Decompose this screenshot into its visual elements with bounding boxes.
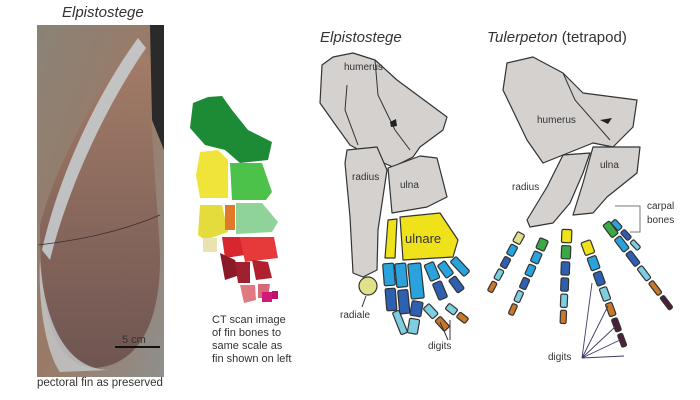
digit-bone	[610, 219, 623, 231]
digit-bone	[423, 303, 439, 320]
digit-bone	[445, 303, 458, 316]
label-ulnare: ulnare	[405, 231, 442, 246]
digit-bone	[648, 280, 663, 296]
digit-bone	[434, 316, 450, 332]
digit-bone	[493, 268, 505, 281]
digit-bone	[448, 275, 465, 294]
digit-bone	[384, 287, 398, 312]
label-radius: radius	[512, 182, 540, 193]
label-humerus: humerus	[537, 115, 576, 126]
label-radius: radius	[352, 172, 380, 183]
digit-bone	[629, 239, 641, 251]
label-carpal-bones: carpal bones	[647, 200, 674, 228]
label-digits: digits	[548, 352, 572, 363]
digit-bone	[394, 262, 409, 288]
label-ulna: ulna	[400, 180, 419, 191]
digit-bone	[392, 309, 408, 336]
digit-bone	[524, 263, 537, 278]
digit-bone	[432, 280, 448, 301]
digit-bone	[617, 332, 628, 348]
tulerpeton-skeleton	[487, 56, 673, 359]
digit-bone	[508, 303, 518, 316]
digit-bone	[559, 309, 568, 325]
elpistostege-digits	[382, 256, 470, 336]
digit-pointer-lines	[581, 282, 625, 359]
label-digits: digits	[428, 341, 452, 352]
digit-bone	[406, 317, 421, 335]
digit-bone	[513, 289, 524, 304]
ct-scan-image	[190, 96, 278, 303]
digit-bone	[382, 262, 396, 287]
digit-bone	[636, 265, 652, 282]
digit-bone	[625, 250, 641, 267]
tulerpeton-title: Tulerpeton (tetrapod)	[487, 29, 627, 46]
foramen-mark	[390, 119, 397, 127]
digit-bone	[456, 311, 469, 324]
humerus-bone	[502, 56, 638, 164]
digit-bone	[407, 262, 425, 300]
digit-bone	[592, 270, 606, 287]
digit-bone	[409, 300, 424, 318]
digit-bone	[598, 286, 612, 302]
ct-caption-line: same scale as	[212, 340, 283, 352]
digit-bone	[437, 260, 454, 279]
digit-bone	[614, 235, 630, 253]
ulna-bone	[572, 146, 641, 216]
digit-bone	[530, 250, 543, 265]
ct-caption-line: fin shown on left	[212, 353, 292, 365]
radius-bone	[526, 152, 591, 228]
digit-bone	[535, 237, 549, 252]
elpistostege-skeleton	[319, 52, 470, 341]
ct-caption-line: of fin bones to	[212, 327, 282, 339]
ulna-bone	[387, 155, 448, 214]
ct-caption-line: CT scan image	[212, 314, 286, 326]
carpal-line: bones	[647, 215, 675, 226]
carpal-line: carpal	[647, 201, 675, 212]
label-humerus: humerus	[344, 62, 383, 73]
digit-bone	[659, 295, 673, 311]
digit-bone	[506, 243, 518, 257]
tulerpeton-digits	[487, 219, 673, 348]
tulerpeton-name: Tulerpeton	[487, 29, 558, 46]
photo-caption: pectoral fin as preserved	[37, 377, 163, 389]
label-radiale: radiale	[340, 310, 371, 321]
digit-bone	[559, 293, 569, 309]
foramen-mark	[600, 118, 612, 124]
digit-bone	[580, 239, 596, 256]
fossil-photo	[37, 25, 164, 377]
humerus-bone	[319, 52, 448, 168]
digit-bone	[605, 301, 617, 318]
elpistostege-title: Elpistostege	[320, 29, 402, 46]
digit-bone	[487, 280, 498, 294]
digit-bone	[560, 244, 572, 260]
photo-title: Elpistostege	[62, 4, 144, 21]
digit-bone	[512, 231, 525, 245]
ulnare-bone	[399, 212, 459, 261]
digit-bone	[586, 255, 601, 272]
intermedium-bone	[384, 218, 398, 259]
digit-bone	[620, 229, 632, 241]
scale-label: 5 cm	[122, 334, 146, 346]
digit-bone	[519, 276, 531, 291]
digit-bone	[560, 228, 573, 244]
digit-bone	[397, 289, 411, 315]
digit-bone	[560, 277, 570, 292]
digit-bone	[611, 317, 622, 333]
ct-caption: CT scan image of fin bones to same scale…	[212, 314, 292, 366]
radius-bone	[344, 146, 388, 278]
digit-bone	[499, 256, 512, 269]
digit-bone	[560, 261, 571, 276]
label-ulna: ulna	[600, 160, 619, 171]
digit-bone	[450, 256, 470, 277]
digit-bone	[423, 261, 441, 282]
radiale-bone	[358, 276, 378, 296]
tulerpeton-suffix: (tetrapod)	[557, 29, 627, 46]
